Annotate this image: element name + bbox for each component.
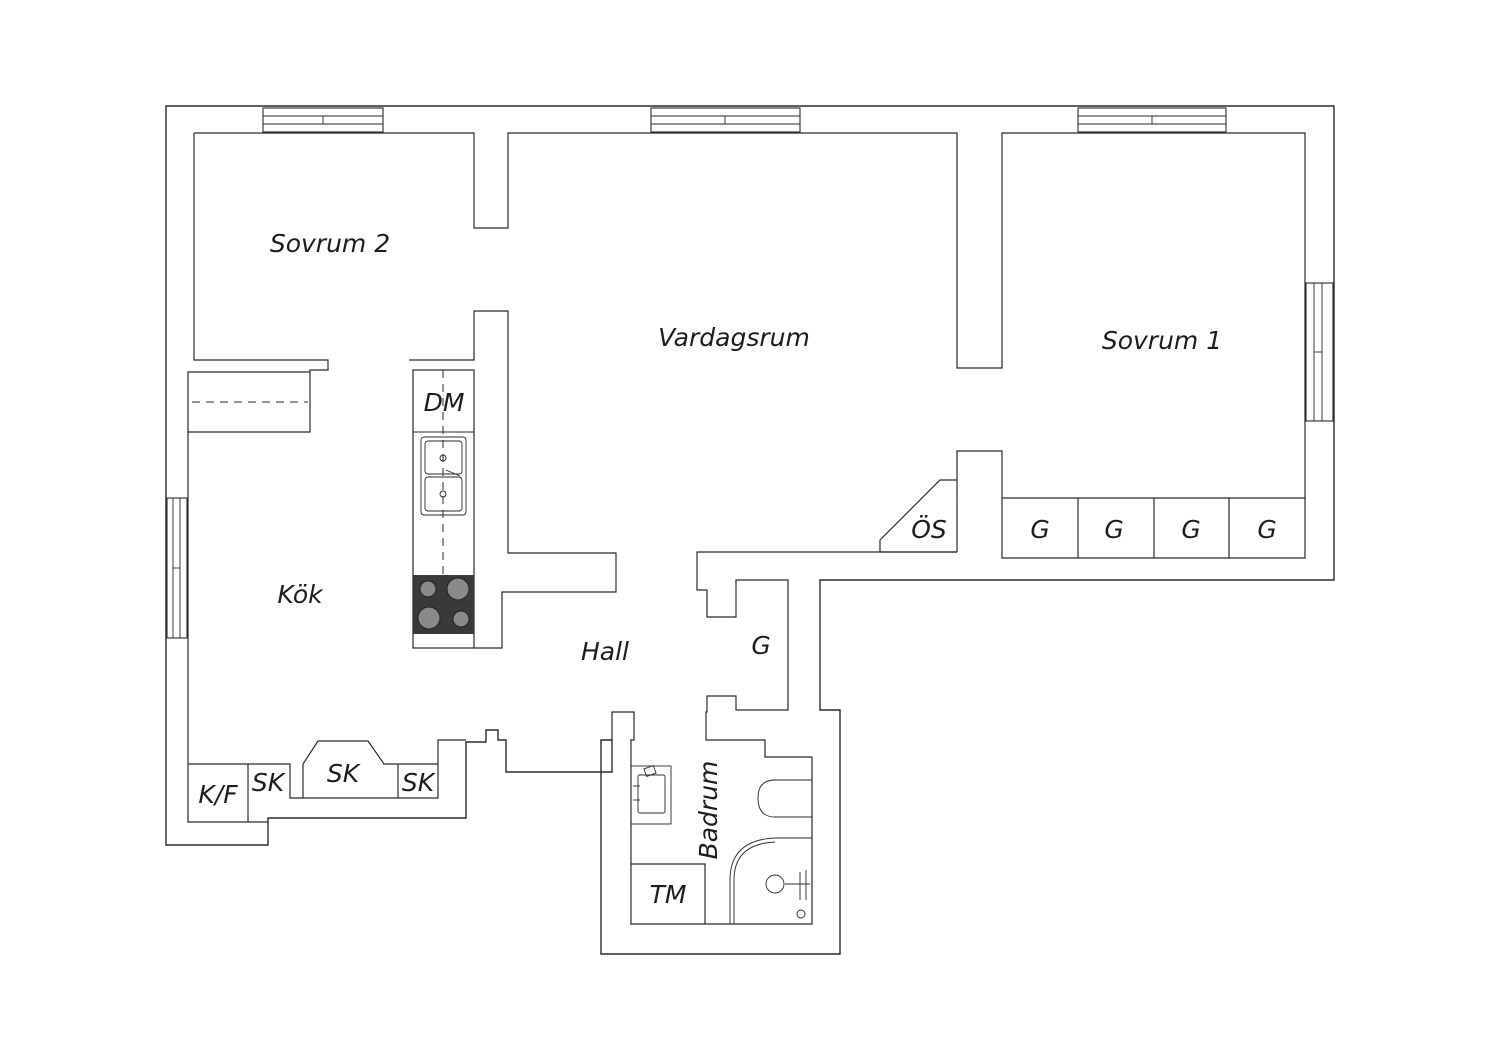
fixture-label-kf: K/F — [198, 780, 238, 809]
fixture-label-sk: SK — [327, 759, 362, 788]
room-label-sovrum2: Sovrum 2 — [270, 229, 390, 258]
fixture-label-g: G — [1030, 515, 1049, 544]
window-right — [1305, 282, 1334, 422]
room-label-vardagsrum: Vardagsrum — [658, 323, 810, 352]
window-top-right — [1077, 107, 1227, 133]
fixture-label-tm: TM — [650, 880, 687, 909]
kitchen-wall — [187, 432, 249, 823]
fixture-label-g: G — [1181, 515, 1200, 544]
fixture-label-sk: SK — [252, 768, 287, 797]
room-label-hall: Hall — [581, 637, 629, 666]
room-label-sovrum1: Sovrum 1 — [1102, 326, 1222, 355]
fixture-label-os: ÖS — [911, 515, 947, 544]
toilet-icon — [757, 779, 812, 818]
kitchen-sink-icon — [420, 436, 467, 516]
window-left — [166, 497, 188, 639]
stove-icon — [413, 575, 474, 634]
fixture-label-g: G — [1257, 515, 1276, 544]
fixture-label-dm: DM — [424, 388, 465, 417]
washbasin-icon — [630, 764, 672, 825]
window-top-center — [650, 107, 801, 133]
sovrum2-lower-wall — [187, 133, 329, 433]
kitchen-island-wall — [409, 310, 617, 649]
room-label-kok: Kök — [277, 580, 324, 609]
kitchen-cabinets — [248, 739, 466, 823]
inner-wall — [194, 132, 1306, 498]
shower-icon — [729, 837, 813, 924]
fixture-label-g-hall: G — [751, 631, 770, 660]
sovrum1-wall — [956, 450, 1306, 559]
fixture-label-sk: SK — [402, 768, 437, 797]
fixture-label-g: G — [1104, 515, 1123, 544]
window-top-left — [262, 107, 384, 133]
room-label-badrum: Badrum — [694, 761, 723, 860]
hall-wall — [611, 551, 957, 925]
tm-box — [631, 863, 706, 924]
outer-wall — [165, 105, 1335, 955]
